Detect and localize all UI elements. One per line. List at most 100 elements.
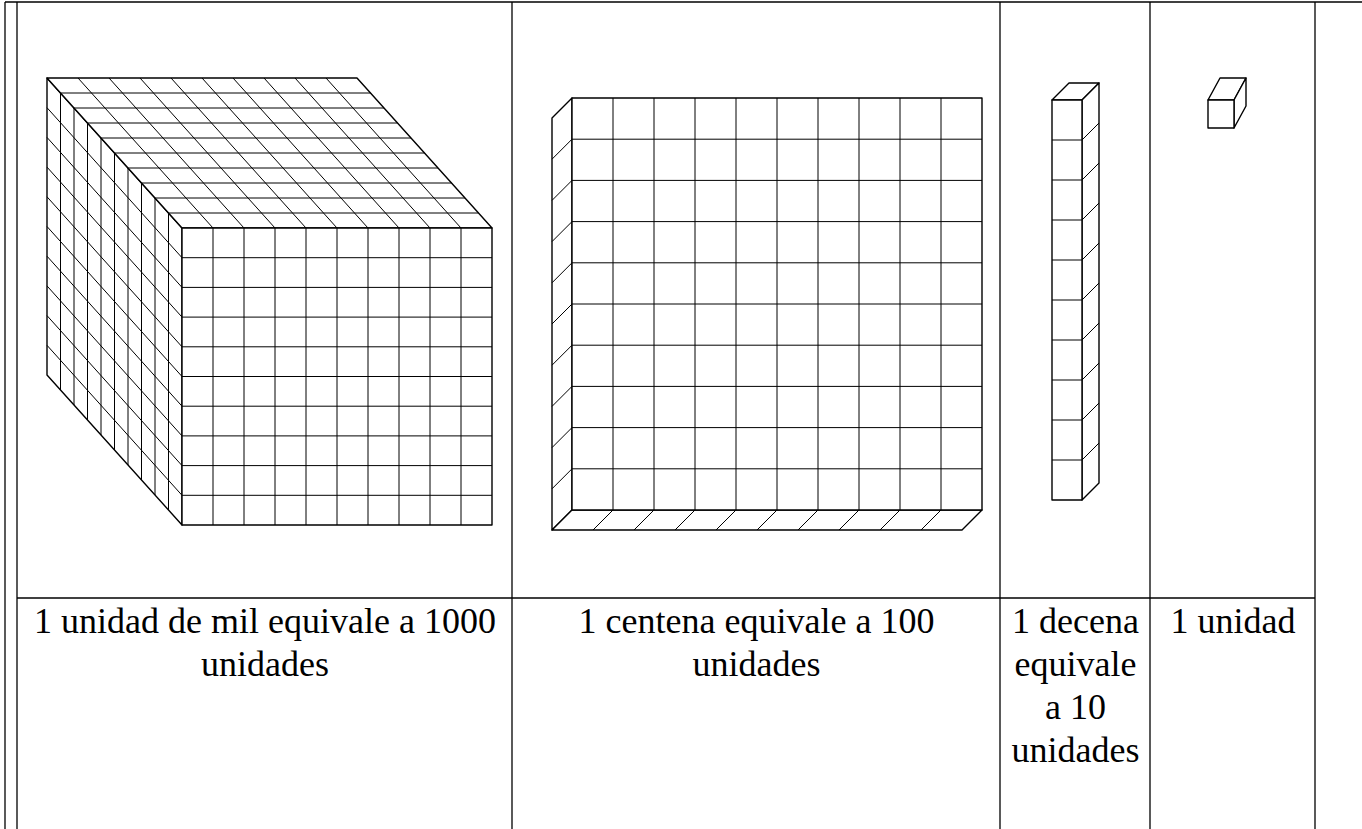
- block-grid-line: [572, 468, 982, 469]
- block-grid-line: [142, 183, 452, 184]
- table-rule: [511, 2, 512, 829]
- block-grid-line: [182, 495, 492, 496]
- table-cell-text: 1 unidad: [1151, 600, 1315, 643]
- block-grid-line: [182, 435, 492, 436]
- hundred-flat: [552, 98, 982, 530]
- block-grid-line: [182, 406, 492, 407]
- block-grid-line: [1052, 460, 1082, 461]
- block-grid-line: [798, 510, 818, 530]
- block-grid-line: [182, 257, 492, 258]
- block-grid-line: [1082, 163, 1099, 180]
- block-grid-line: [572, 345, 982, 346]
- table-rules: [5, 2, 1362, 829]
- block-grid-line: [552, 428, 572, 448]
- block-grid-line: [128, 168, 129, 465]
- block-grid-line: [572, 386, 982, 387]
- block-grid-line: [839, 510, 859, 530]
- block-grid-line: [1082, 403, 1099, 420]
- block-face: [1234, 78, 1246, 128]
- block-grid-line: [1052, 340, 1082, 341]
- block-grid-line: [572, 262, 982, 263]
- table-rule: [5, 1, 1362, 2]
- block-face: [552, 510, 982, 530]
- block-face: [47, 78, 492, 228]
- block-grid-line: [74, 108, 384, 109]
- table-rule: [1149, 2, 1150, 829]
- table-rule: [4, 2, 5, 829]
- block-grid-line: [1052, 420, 1082, 421]
- block-grid-line: [182, 317, 492, 318]
- block-grid-line: [921, 510, 941, 530]
- block-grid-line: [572, 139, 982, 140]
- block-grid-line: [1082, 243, 1099, 260]
- block-face: [1082, 83, 1099, 500]
- block-grid-line: [1082, 363, 1099, 380]
- block-grid-line: [593, 510, 613, 530]
- table-cell-text: 1 centena equivale a 100 unidades: [513, 600, 1000, 686]
- block-grid-line: [552, 304, 572, 324]
- block-grid-line: [1082, 443, 1099, 460]
- block-face: [182, 228, 492, 525]
- table-rule: [16, 2, 17, 829]
- block-face: [1052, 100, 1082, 500]
- block-grid-line: [115, 153, 425, 154]
- block-grid-line: [757, 510, 777, 530]
- block-face: [552, 98, 572, 530]
- block-grid-line: [1052, 140, 1082, 141]
- table-cell-text: 1 unidad de mil equivale a 1000 unidades: [18, 600, 512, 686]
- block-grid-line: [880, 510, 900, 530]
- block-grid-line: [87, 123, 88, 420]
- block-grid-line: [552, 222, 572, 242]
- block-grid-line: [1082, 323, 1099, 340]
- block-grid-line: [182, 346, 492, 347]
- block-grid-line: [60, 93, 61, 390]
- block-grid-line: [552, 345, 572, 365]
- block-grid-line: [1052, 180, 1082, 181]
- block-grid-line: [1052, 300, 1082, 301]
- block-grid-line: [552, 263, 572, 283]
- block-grid-line: [114, 153, 115, 450]
- table-rule: [17, 597, 1315, 598]
- block-grid-line: [552, 469, 572, 489]
- block-grid-line: [1082, 283, 1099, 300]
- block-grid-line: [1052, 260, 1082, 261]
- block-grid-line: [74, 108, 75, 405]
- block-grid-line: [155, 198, 465, 199]
- table-rule: [999, 2, 1000, 829]
- block-grid-line: [552, 386, 572, 406]
- block-grid-line: [169, 213, 479, 214]
- block-grid-line: [141, 183, 142, 480]
- block-grid-line: [572, 180, 982, 181]
- block-grid-line: [101, 138, 102, 435]
- block-grid-line: [182, 376, 492, 377]
- table-rule: [1314, 2, 1315, 829]
- block-grid-line: [572, 427, 982, 428]
- block-grid-line: [88, 123, 398, 124]
- block-face: [1208, 100, 1234, 128]
- block-grid-line: [1052, 220, 1082, 221]
- thousand-cube: [47, 78, 492, 525]
- block-grid-line: [1082, 123, 1099, 140]
- block-grid-line: [675, 510, 695, 530]
- block-grid-line: [128, 168, 438, 169]
- block-grid-line: [552, 180, 572, 200]
- block-grid-line: [716, 510, 736, 530]
- block-grid-line: [572, 304, 982, 305]
- block-grid-line: [101, 138, 411, 139]
- block-grid-line: [61, 93, 371, 94]
- block-grid-line: [155, 198, 156, 495]
- block-grid-line: [182, 287, 492, 288]
- block-grid-line: [182, 465, 492, 466]
- block-grid-line: [1082, 203, 1099, 220]
- block-grid-line: [552, 139, 572, 159]
- ten-rod: [1052, 83, 1099, 500]
- table-cell-text: 1 decena equivale a 10 unidades: [1001, 600, 1150, 772]
- block-grid-line: [572, 221, 982, 222]
- block-grid-line: [168, 213, 169, 510]
- block-grid-line: [1052, 380, 1082, 381]
- block-grid-line: [634, 510, 654, 530]
- unit-cube: [1208, 78, 1246, 128]
- block-face: [572, 98, 982, 510]
